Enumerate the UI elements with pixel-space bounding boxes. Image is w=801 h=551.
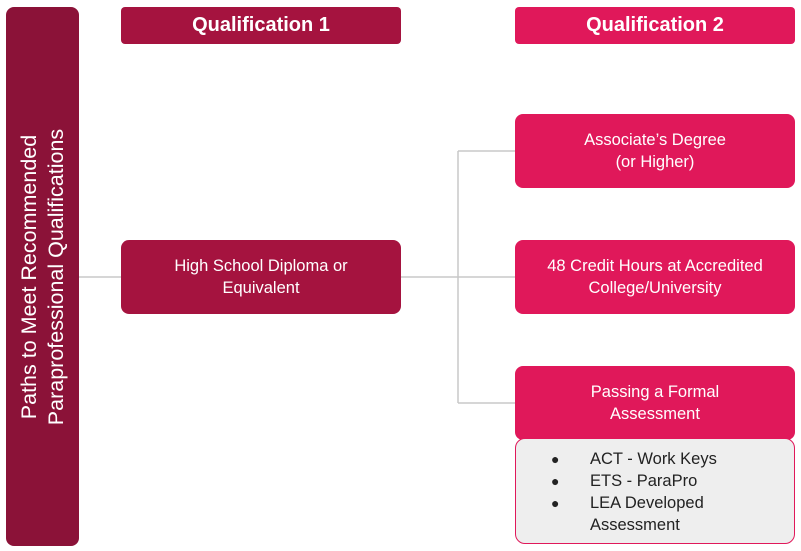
sidebar-title-line2: Paraprofessional Qualifications (43, 128, 68, 425)
credit-hours-box: 48 Credit Hours at Accredited College/Un… (515, 240, 795, 314)
qualification2-header-label: Qualification 2 (586, 14, 724, 36)
formal-assessment-line2: Assessment (610, 405, 700, 423)
qualification2-header: Qualification 2 (515, 7, 795, 44)
assessment-options-box: ● ACT - Work Keys ● ETS - ParaPro ● LEA … (515, 438, 795, 544)
credit-hours-line1: 48 Credit Hours at Accredited (547, 257, 763, 275)
qualification1-header: Qualification 1 (121, 7, 401, 44)
credit-hours-line2: College/University (588, 279, 722, 297)
list-item: ● ETS - ParaPro (551, 470, 784, 492)
assessment-option-line2: Assessment (590, 516, 680, 534)
qualification1-header-label: Qualification 1 (192, 14, 330, 36)
assessment-options-list: ● ACT - Work Keys ● ETS - ParaPro ● LEA … (546, 448, 784, 536)
sidebar-title-line1: Paths to Meet Recommended (16, 134, 41, 419)
assessment-option-line1: LEA Developed (590, 494, 704, 512)
sidebar-title: Paths to Meet Recommended Paraprofession… (16, 17, 70, 537)
formal-assessment-box: Passing a Formal Assessment (515, 366, 795, 440)
assessment-option-line1: ETS - ParaPro (590, 472, 698, 490)
formal-assessment-line1: Passing a Formal (590, 383, 720, 401)
list-item: ● ACT - Work Keys (551, 448, 784, 470)
associates-degree-box: Associate’s Degree (or Higher) (515, 114, 795, 188)
associates-degree-line2: (or Higher) (615, 153, 695, 171)
high-school-diploma-line1: High School Diploma or (174, 257, 348, 275)
bullet-icon: ● (551, 451, 560, 467)
high-school-diploma-line2: Equivalent (222, 279, 300, 297)
bullet-icon: ● (551, 495, 560, 511)
sidebar-title-banner: Paths to Meet Recommended Paraprofession… (6, 7, 79, 546)
list-item: ● LEA Developed Assessment (551, 492, 784, 536)
assessment-option-line1: ACT - Work Keys (590, 450, 717, 468)
high-school-diploma-box: High School Diploma or Equivalent (121, 240, 401, 314)
associates-degree-line1: Associate’s Degree (584, 131, 726, 149)
bullet-icon: ● (551, 473, 560, 489)
